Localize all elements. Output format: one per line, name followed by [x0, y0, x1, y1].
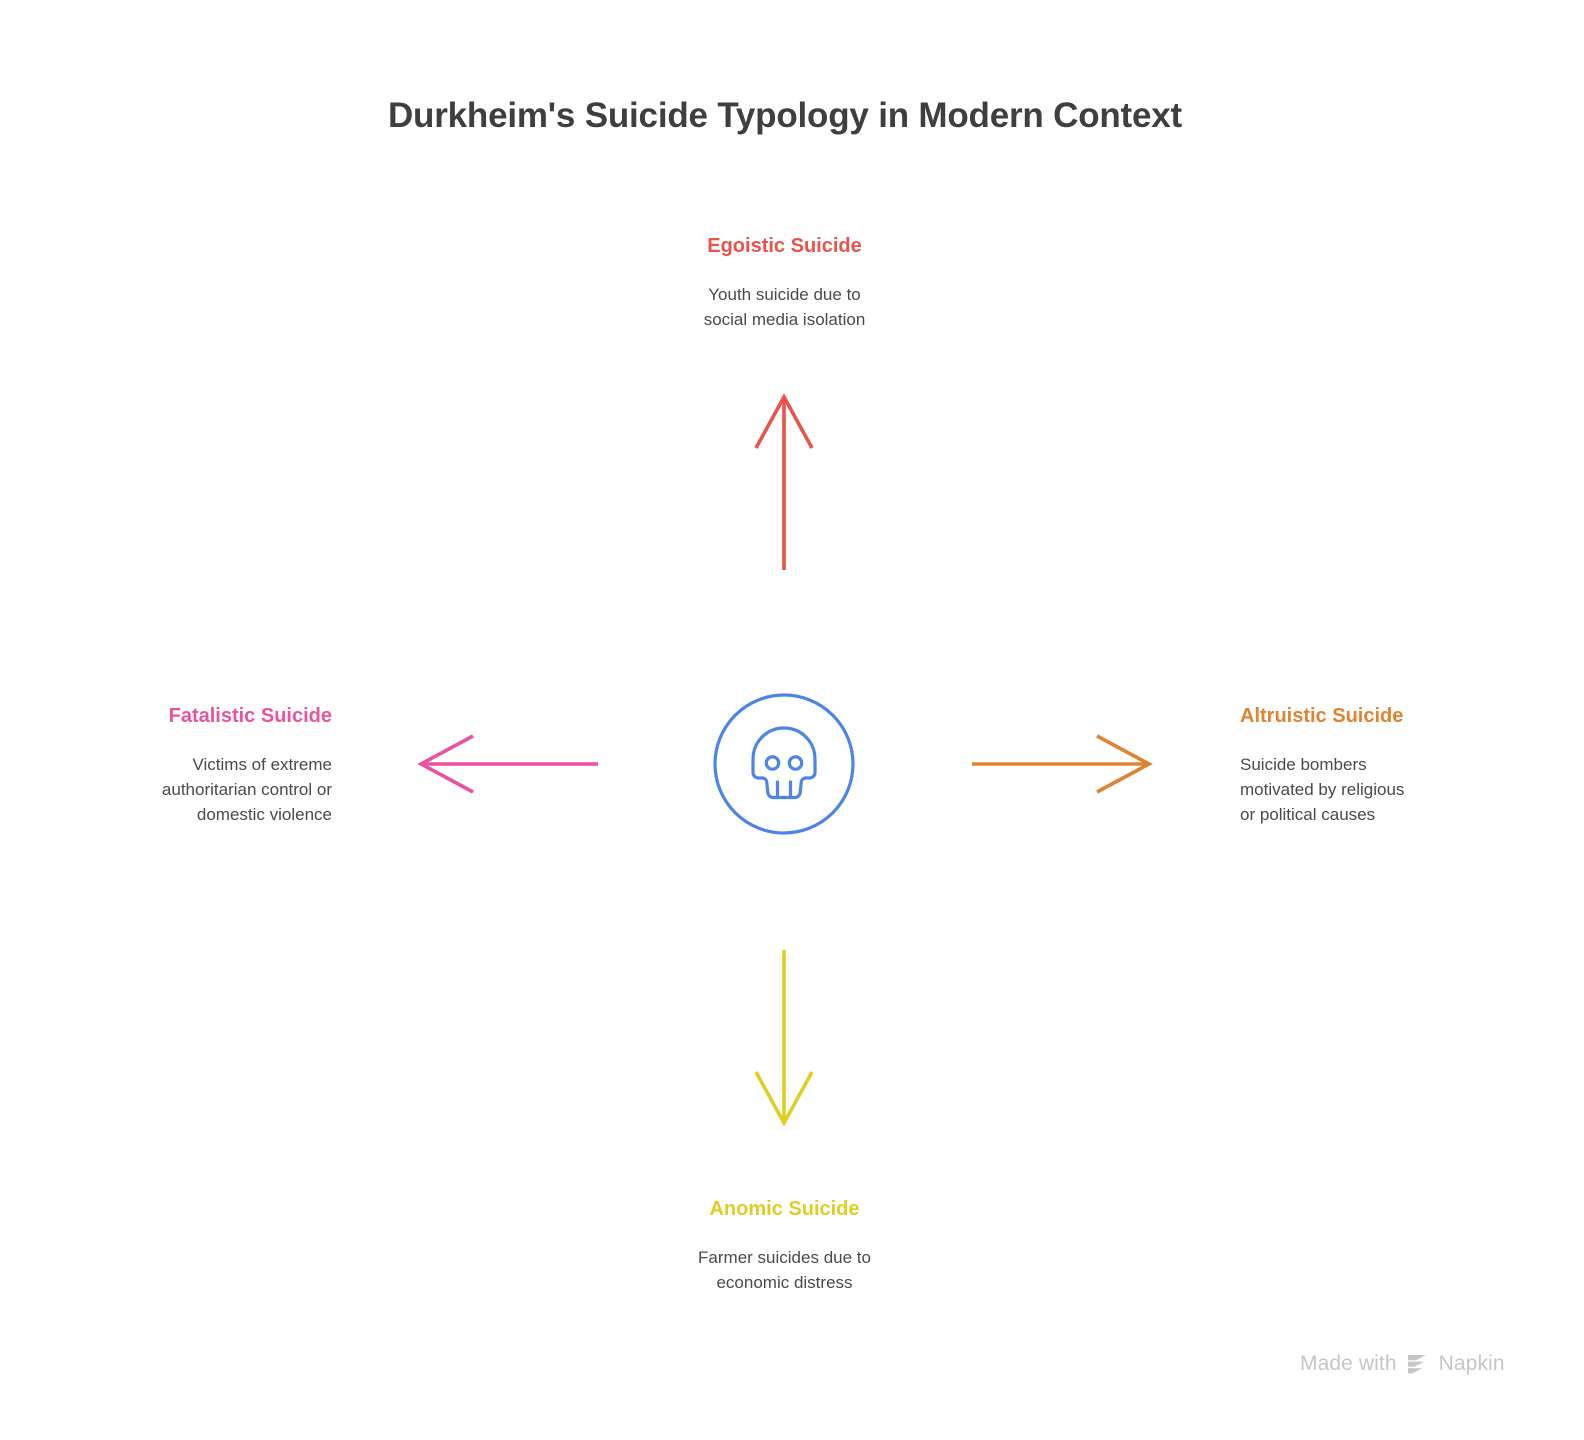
node-anomic-suicide: Anomic Suicide Farmer suicides due to ec… — [592, 1197, 977, 1295]
node-anomic-description: Farmer suicides due to economic distress — [698, 1248, 871, 1293]
node-fatalistic-suicide: Fatalistic Suicide Victims of extreme au… — [32, 704, 332, 827]
arrow-up-icon — [754, 393, 814, 570]
arrow-down-to-anomic — [744, 948, 824, 1128]
node-altruistic-description: Suicide bombers motivated by religious o… — [1240, 755, 1405, 825]
node-altruistic-suicide: Altruistic Suicide Suicide bombers motiv… — [1240, 704, 1550, 827]
node-altruistic-label: Altruistic Suicide — [1240, 705, 1404, 727]
page-title: Durkheim's Suicide Typology in Modern Co… — [387, 96, 1183, 135]
arrow-left-to-fatalistic — [415, 724, 600, 804]
node-egoistic-description: Youth suicide due to social media isolat… — [703, 285, 866, 330]
watermark-brand-text: Napkin — [1438, 1352, 1505, 1375]
node-fatalistic-label: Fatalistic Suicide — [168, 705, 332, 727]
node-egoistic-label: Egoistic Suicide — [707, 235, 862, 257]
arrow-right-to-altruistic — [970, 724, 1155, 804]
node-fatalistic-description: Victims of extreme authoritarian control… — [161, 755, 332, 825]
arrow-down-icon — [754, 950, 814, 1127]
watermark-made-with-text: Made with — [1300, 1352, 1397, 1375]
node-egoistic-suicide: Egoistic Suicide Youth suicide due to so… — [592, 234, 977, 332]
napkin-logo-icon — [1407, 1355, 1426, 1374]
node-anomic-label: Anomic Suicide — [709, 1198, 860, 1220]
arrow-right-icon — [972, 734, 1153, 794]
arrow-left-icon — [417, 734, 598, 794]
arrow-up-to-egoistic — [744, 392, 824, 572]
napkin-watermark: Made with Napkin — [1300, 1352, 1505, 1376]
center-skull-icon — [712, 692, 856, 836]
skull-icon — [713, 693, 855, 835]
